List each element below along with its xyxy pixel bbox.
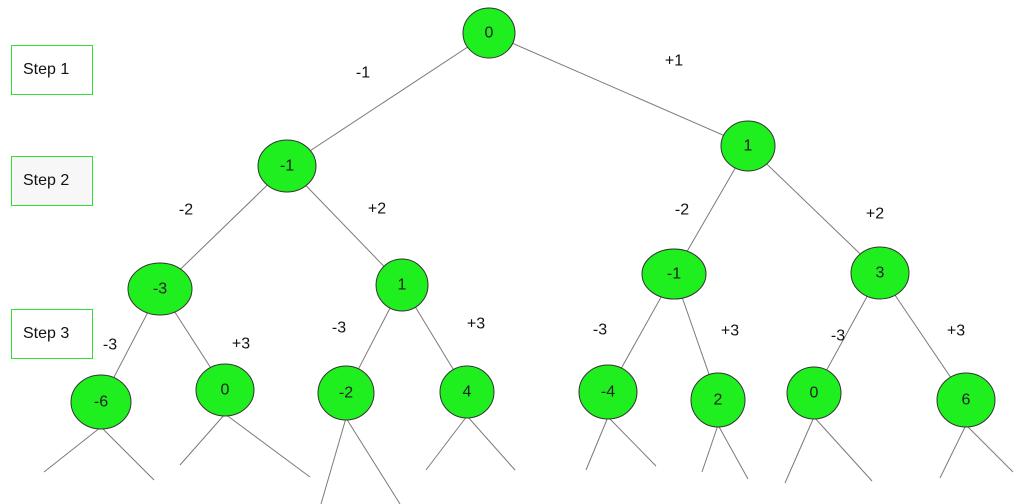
- leaf-stub-6: [425, 415, 468, 471]
- nodes-layer: 0 -1 1 -3 1 -1 3 -6 0 -2 4 -4 2 0 6: [70, 7, 996, 430]
- leaf-stub-12: [784, 416, 815, 484]
- tree-node-nLRR: 4: [439, 365, 495, 419]
- edge-label-nL-nLR: +2: [368, 201, 386, 218]
- node-value-nRRR: 6: [962, 392, 971, 409]
- tree-node-nLRL: -2: [317, 365, 375, 421]
- edge-label-nRL-nRLR: +3: [721, 323, 739, 340]
- edge-label-nLL-nLLL: -3: [103, 337, 117, 354]
- node-circle-nRRR: [936, 372, 996, 428]
- leaf-stub-8: [585, 416, 609, 471]
- edge-label-nRR-nRRR: +3: [947, 323, 965, 340]
- node-value-nLRR: 4: [463, 384, 472, 401]
- tree-node-nL: -1: [257, 139, 317, 193]
- step-3-label: Step 3: [11, 309, 93, 359]
- tree-node-nLR: 1: [375, 258, 429, 312]
- edge-label-n0-nR: +1: [665, 53, 683, 70]
- node-value-nLLR: 0: [221, 382, 230, 399]
- tree-node-nRRR: 6: [936, 372, 996, 428]
- leaf-stub-2: [179, 413, 226, 466]
- node-circle-nLRL: [317, 365, 375, 421]
- step-2-label: Step 2: [11, 156, 93, 206]
- tree-node-nRR: 3: [850, 246, 910, 300]
- edge-n0-nL: [286, 32, 490, 167]
- edge-labels-layer: -1 +1 -2 +2 -2 +2 -3 +3 -3 +3 -3 +3 -3 +3: [103, 53, 965, 354]
- tree-node-nLL: -3: [127, 262, 193, 316]
- node-circle-nRL: [641, 248, 707, 300]
- tree-node-nLLR: 0: [195, 363, 255, 417]
- node-circle-nRLL: [578, 364, 638, 420]
- tree-node-nRLL: -4: [578, 364, 638, 420]
- leaf-stub-0: [43, 426, 102, 473]
- leaf-stub-7: [466, 415, 516, 471]
- node-circle-nR: [720, 120, 776, 172]
- edge-label-nLR-nLRR: +3: [467, 316, 485, 333]
- leaf-stub-1: [100, 426, 155, 481]
- tree-node-nRL: -1: [641, 248, 707, 300]
- node-circle-nRRL: [786, 366, 842, 420]
- edge-label-nR-nRL: -2: [675, 202, 689, 219]
- edge-label-n0-nL: -1: [356, 65, 370, 82]
- node-value-nRLL: -4: [601, 384, 615, 401]
- leaf-stub-10: [701, 424, 719, 473]
- node-value-nLRL: -2: [339, 385, 353, 402]
- edge-label-nR-nRR: +2: [866, 206, 884, 223]
- node-value-nRLR: 2: [714, 392, 723, 409]
- step-3-text: Step 3: [23, 325, 70, 342]
- tree-node-nLLL: -6: [70, 374, 132, 430]
- leaf-stub-3: [224, 413, 311, 478]
- step-1-text: Step 1: [23, 61, 70, 78]
- node-circle-nRR: [850, 246, 910, 300]
- node-circle-nL: [257, 139, 317, 193]
- edge-label-nL-nLL: -2: [179, 202, 193, 219]
- tree-node-nRRL: 0: [786, 366, 842, 420]
- edge-nR-nRR: [747, 145, 881, 274]
- node-value-n0: 0: [485, 25, 494, 42]
- node-value-nRR: 3: [876, 265, 885, 282]
- leaf-stub-5: [345, 417, 401, 504]
- leaf-stub-4: [320, 417, 347, 504]
- node-value-nLLL: -6: [94, 394, 108, 411]
- leaf-stub-11: [717, 424, 749, 480]
- leaf-stub-14: [939, 424, 967, 479]
- node-circle-nRLR: [690, 372, 746, 428]
- tree-node-nRLR: 2: [690, 372, 746, 428]
- edges-layer: [100, 32, 967, 403]
- node-circle-nLLR: [195, 363, 255, 417]
- node-circle-nLLL: [70, 374, 132, 430]
- node-circle-n0: [462, 7, 516, 59]
- node-circle-nLR: [375, 258, 429, 312]
- tree-node-n0: 0: [462, 7, 516, 59]
- node-value-nRL: -1: [667, 266, 681, 283]
- leaf-stub-9: [607, 416, 657, 467]
- edge-label-nRR-nRRL: -3: [831, 328, 845, 345]
- node-circle-nLL: [127, 262, 193, 316]
- node-value-nLR: 1: [398, 277, 407, 294]
- node-circle-nLRR: [439, 365, 495, 419]
- leaf-stub-13: [813, 416, 873, 482]
- node-value-nL: -1: [280, 158, 294, 175]
- tree-node-nR: 1: [720, 120, 776, 172]
- edge-label-nLL-nLLR: +3: [232, 336, 250, 353]
- node-value-nR: 1: [744, 138, 753, 155]
- step-1-label: Step 1: [11, 45, 93, 95]
- edge-label-nRL-nRLL: -3: [593, 322, 607, 339]
- edge-label-nLR-nLRL: -3: [332, 320, 346, 337]
- node-value-nRRL: 0: [810, 385, 819, 402]
- edge-nL-nLL: [159, 165, 288, 290]
- node-value-nLL: -3: [153, 281, 167, 298]
- edge-n0-nR: [488, 32, 749, 147]
- step-2-text: Step 2: [23, 172, 70, 189]
- leaf-stub-15: [965, 424, 1014, 473]
- leaf-stubs-layer: [43, 413, 1014, 504]
